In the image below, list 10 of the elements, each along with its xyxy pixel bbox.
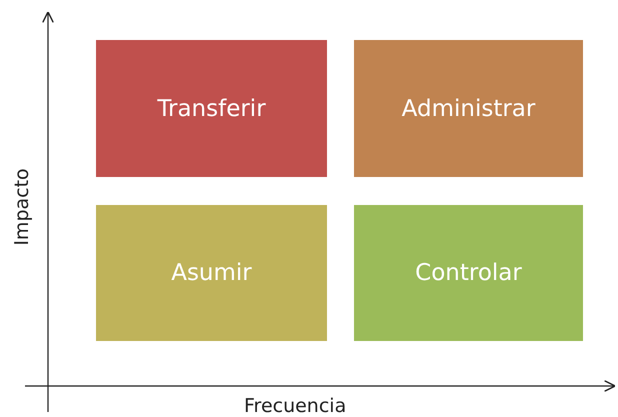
quadrant-box <box>96 205 327 341</box>
quadrant-label: Controlar <box>415 260 522 286</box>
quadrant-box <box>96 40 327 177</box>
quadrant-box <box>354 40 583 177</box>
quadrant-label: Transferir <box>157 96 266 122</box>
quadrant-label: Administrar <box>402 96 536 122</box>
x-axis-title: Frecuencia <box>244 395 346 417</box>
quadrant-label: Asumir <box>171 260 252 286</box>
quadrant-box <box>354 205 583 341</box>
y-axis-title: Impacto <box>11 167 33 247</box>
